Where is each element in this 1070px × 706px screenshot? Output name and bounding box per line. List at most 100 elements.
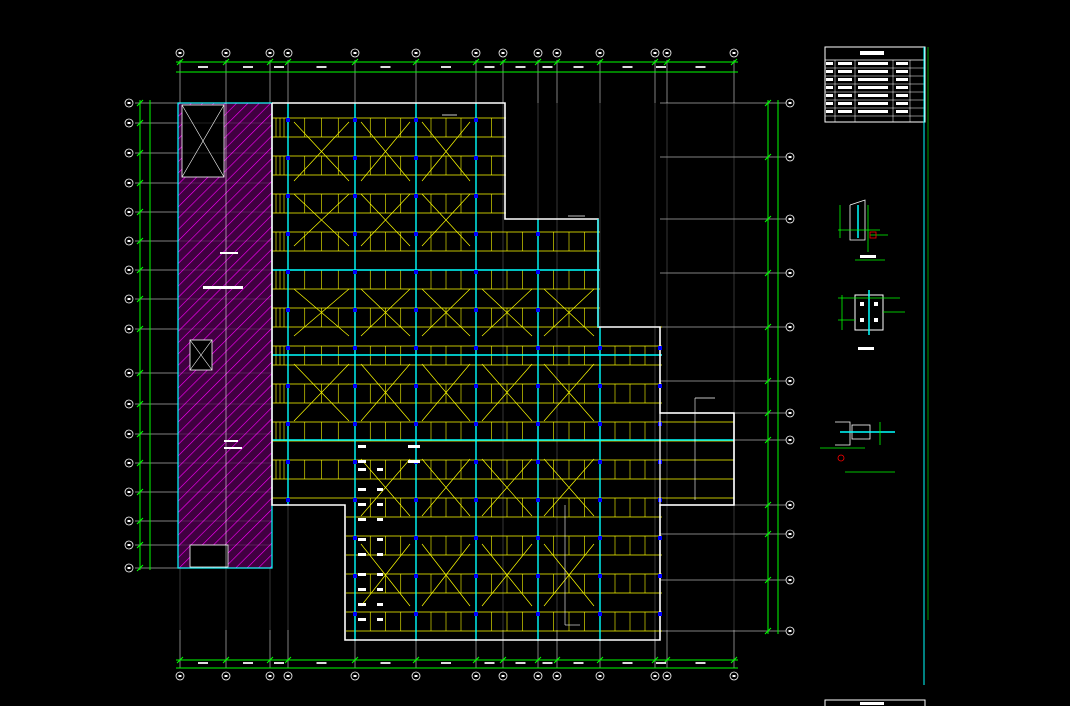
member-label <box>358 468 366 471</box>
legend-cell-mark <box>896 86 908 89</box>
brace <box>385 121 411 152</box>
axis-bubble-right-num <box>788 272 792 274</box>
legend-cell-mark <box>858 110 888 113</box>
column <box>353 232 357 236</box>
column <box>286 118 290 122</box>
brace <box>385 312 411 337</box>
dim-tick <box>764 323 772 331</box>
axis-bubble-left-num <box>127 182 131 184</box>
column <box>474 498 478 502</box>
brace <box>481 487 508 517</box>
brace <box>385 574 411 607</box>
brace <box>321 219 350 247</box>
dim-tick <box>651 58 659 66</box>
legend-cell-mark <box>858 70 888 73</box>
dim-tick <box>351 656 359 664</box>
column <box>353 536 357 540</box>
roof-framing-plan <box>271 102 735 641</box>
dim-tick <box>266 656 274 664</box>
column <box>658 574 662 578</box>
brace <box>568 312 595 337</box>
brace <box>385 219 411 247</box>
column <box>474 194 478 198</box>
column <box>414 346 418 350</box>
legend-cell-mark <box>838 70 852 73</box>
column <box>414 156 418 160</box>
axis-bubble-bottom-num <box>598 675 602 677</box>
column <box>658 536 662 540</box>
column <box>598 346 602 350</box>
dim-tick <box>764 153 772 161</box>
dim-label-mark <box>441 66 451 68</box>
axis-bubble-top-num <box>414 52 418 54</box>
brace <box>360 219 386 247</box>
dim-label-mark <box>243 662 253 664</box>
dim-tick <box>764 269 772 277</box>
column <box>598 536 602 540</box>
dim-tick <box>284 656 292 664</box>
column <box>286 308 290 312</box>
hatched-side-building <box>177 102 273 569</box>
brace <box>445 458 471 488</box>
brace <box>543 363 570 393</box>
legend-cell-mark <box>896 94 908 97</box>
member-label <box>377 503 383 506</box>
axis-bubble-right-num <box>788 380 792 382</box>
axis-bubble-right-num <box>788 439 792 441</box>
dim-label-mark <box>484 662 495 664</box>
brace <box>293 392 322 422</box>
axis-bubble-left-num <box>127 102 131 104</box>
section-detail-2 <box>838 290 905 350</box>
axis-bubble-bottom-num <box>268 675 272 677</box>
dim-tick <box>136 325 144 333</box>
dim-tick <box>351 58 359 66</box>
axis-bubble-bottom-num <box>732 675 736 677</box>
dim-tick <box>136 369 144 377</box>
axis-bubble-bottom-num <box>536 675 540 677</box>
dim-tick <box>764 436 772 444</box>
axis-bubble-bottom-num <box>555 675 559 677</box>
dim-label-mark <box>316 662 327 664</box>
detail2-bolt <box>874 318 878 322</box>
brace <box>293 193 322 221</box>
column <box>658 612 662 616</box>
legend-cell-mark <box>896 62 908 65</box>
axis-bubble-left-num <box>127 567 131 569</box>
dim-tick <box>596 656 604 664</box>
dim-tick <box>136 517 144 525</box>
dim-tick <box>663 58 671 66</box>
dim-label-mark <box>573 66 584 68</box>
room-bottom <box>189 544 229 568</box>
legend-cell-mark <box>896 110 908 113</box>
brace <box>445 288 471 313</box>
brace <box>421 151 447 182</box>
dim-tick <box>553 656 561 664</box>
brace <box>421 219 447 247</box>
brace <box>360 151 386 182</box>
member-label <box>358 518 366 521</box>
brace <box>385 487 411 517</box>
column <box>414 270 418 274</box>
dim-tick <box>412 656 420 664</box>
dim-tick <box>472 656 480 664</box>
brace <box>321 193 350 221</box>
column <box>598 384 602 388</box>
legend-cell-mark <box>838 86 852 89</box>
member-label <box>358 538 366 541</box>
stair-diag <box>189 339 213 371</box>
brace <box>385 288 411 313</box>
column <box>353 574 357 578</box>
brace <box>481 458 508 488</box>
brace <box>481 312 508 337</box>
legend-title-mark <box>860 51 884 55</box>
axis-bubble-right-num <box>788 156 792 158</box>
legend-table <box>824 46 929 685</box>
axis-bubble-right-num <box>788 579 792 581</box>
member-label <box>358 460 366 463</box>
dim-tick <box>730 656 738 664</box>
axis-bubble-left-num <box>127 269 131 271</box>
column <box>353 308 357 312</box>
brace <box>321 151 350 182</box>
column <box>353 156 357 160</box>
